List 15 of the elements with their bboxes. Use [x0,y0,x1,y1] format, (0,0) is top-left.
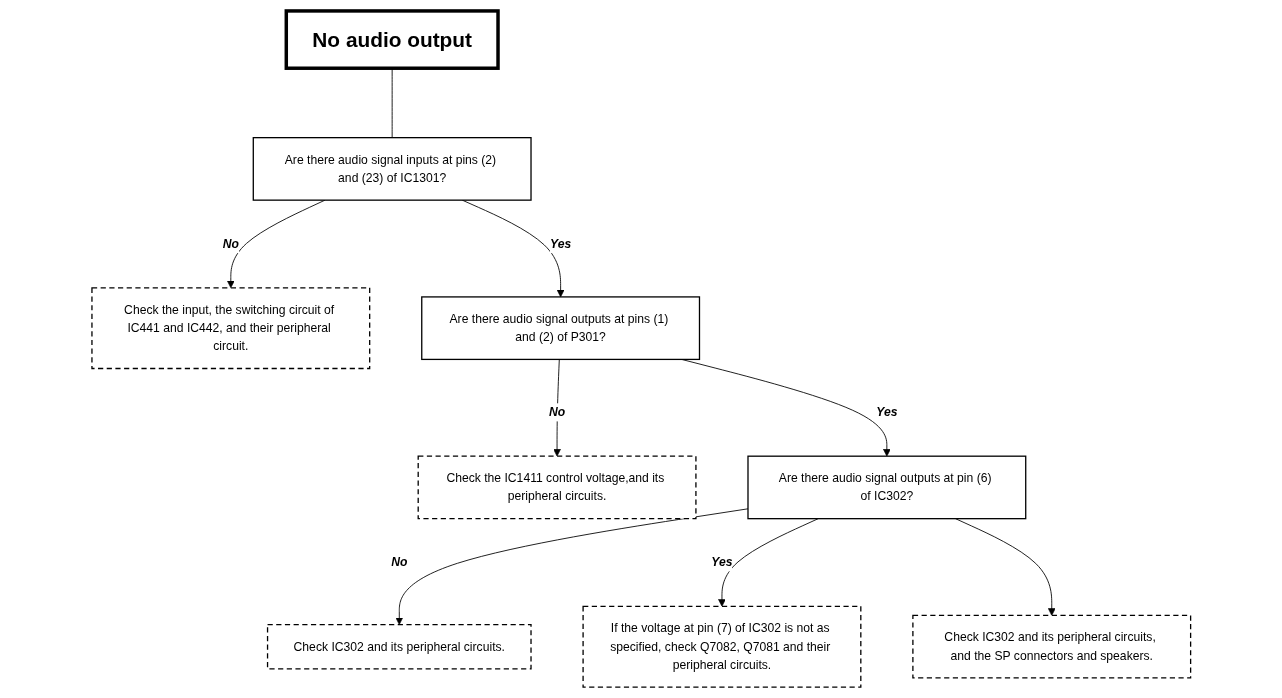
node-box: Check IC302 and its peripheral circuits, and the SP connectors and speakers. [911,614,1191,679]
node-box: Check IC302 and its peripheral circuits. [266,623,532,670]
node-box: No audio output [284,9,500,70]
node-box: Check the IC1411 control voltage,and its peripheral circuits. [417,455,697,520]
node-box: Are there audio signal inputs at pins (2) and (23) of IC1301? [252,137,532,201]
edge-label: Yes [875,404,898,419]
node-box: If the voltage at pin (7) of IC302 is not as specified, check Q7082, Q7081 and their peripheral circuits. [582,605,862,688]
edge-label: Yes [711,555,733,570]
edge-label: No [548,404,565,419]
edge-label: Yes [549,236,571,251]
edge-label: No [390,555,408,570]
node-box: Are there audio signal outputs at pin (6) of IC302? [747,455,1027,520]
edge-label: No [222,236,239,251]
node-box: Are there audio signal outputs at pins (1) and (2) of P301? [420,296,700,361]
node-box: Check the input, the switching circuit of IC441 and IC442, and their peripheral circuit. [91,287,371,370]
